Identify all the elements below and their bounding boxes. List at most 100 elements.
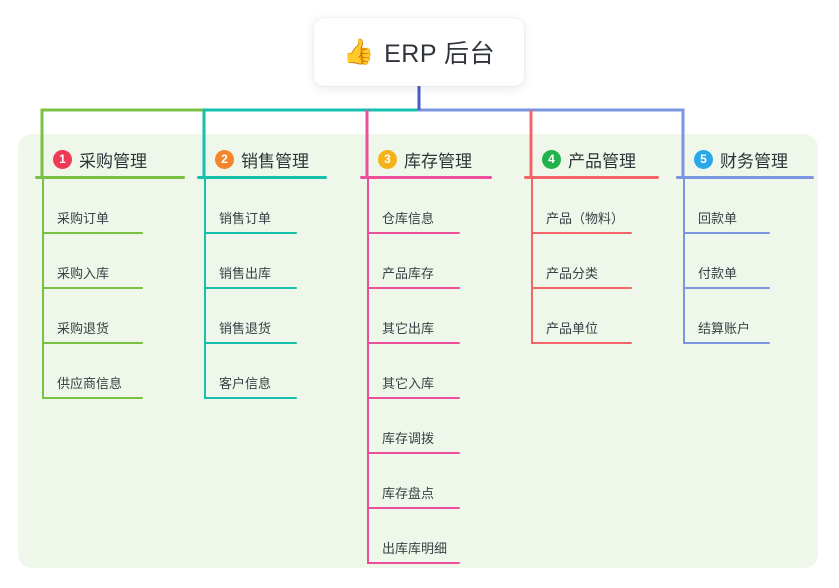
- branch-column-2: 2 销售管理销售订单销售出库销售退货客户信息: [197, 146, 327, 399]
- branch-items: 仓库信息产品库存其它出库其它入库库存调拨库存盘点出库库明细: [360, 179, 492, 564]
- leaf-item-underline: [205, 287, 297, 289]
- leaf-item-label: 采购订单: [57, 211, 110, 226]
- branch-items: 采购订单采购入库采购退货供应商信息: [35, 179, 185, 399]
- leaf-item[interactable]: 采购入库: [35, 234, 185, 289]
- branch-spine: [683, 179, 685, 344]
- branch-column-3: 3 库存管理仓库信息产品库存其它出库其它入库库存调拨库存盘点出库库明细: [360, 146, 492, 564]
- branch-header-4[interactable]: 4 产品管理: [524, 146, 659, 172]
- leaf-item[interactable]: 销售出库: [197, 234, 327, 289]
- leaf-item[interactable]: 其它入库: [360, 344, 492, 399]
- branch-header-3[interactable]: 3 库存管理: [360, 146, 492, 172]
- leaf-item[interactable]: 客户信息: [197, 344, 327, 399]
- leaf-item[interactable]: 其它出库: [360, 289, 492, 344]
- leaf-item-underline: [368, 342, 460, 344]
- branch-underline: [35, 176, 185, 179]
- branch-underline: [197, 176, 327, 179]
- leaf-item[interactable]: 销售退货: [197, 289, 327, 344]
- branch-column-5: 5 财务管理回款单付款单结算账户: [676, 146, 814, 344]
- branch-items: 销售订单销售出库销售退货客户信息: [197, 179, 327, 399]
- leaf-item-label: 结算账户: [698, 321, 751, 336]
- leaf-item[interactable]: 仓库信息: [360, 179, 492, 234]
- branch-title: 财务管理: [720, 151, 788, 171]
- branch-underline: [360, 176, 492, 179]
- leaf-item[interactable]: 产品库存: [360, 234, 492, 289]
- leaf-item-label: 采购退货: [57, 321, 110, 336]
- thumbs-up-icon: 👍: [342, 37, 375, 66]
- branch-items: 产品（物料） 产品分类产品单位: [524, 179, 659, 344]
- leaf-item-label: 销售退货: [219, 321, 272, 336]
- leaf-item-underline: [368, 452, 460, 454]
- leaf-item-underline: [368, 287, 460, 289]
- leaf-item-label: 采购入库: [57, 266, 110, 281]
- branch-underline: [676, 176, 814, 179]
- leaf-item-underline: [532, 342, 632, 344]
- branch-number-badge: 1: [53, 149, 72, 169]
- branch-number-badge: 5: [694, 149, 713, 169]
- leaf-item[interactable]: 产品（物料）: [524, 179, 659, 234]
- leaf-item[interactable]: 采购订单: [35, 179, 185, 234]
- leaf-item-label: 产品单位: [546, 321, 599, 336]
- leaf-item-underline: [684, 287, 770, 289]
- leaf-item[interactable]: 付款单: [676, 234, 814, 289]
- leaf-item-label: 销售出库: [219, 266, 272, 281]
- branch-title: 销售管理: [241, 151, 309, 171]
- branch-header-2[interactable]: 2 销售管理: [197, 146, 327, 172]
- branch-header-1[interactable]: 1 采购管理: [35, 146, 185, 172]
- leaf-item[interactable]: 结算账户: [676, 289, 814, 344]
- leaf-item[interactable]: 销售订单: [197, 179, 327, 234]
- root-node-erp-backend[interactable]: 👍 ERP 后台: [314, 18, 524, 86]
- leaf-item[interactable]: 库存调拨: [360, 399, 492, 454]
- leaf-item-underline: [43, 397, 143, 399]
- leaf-item[interactable]: 采购退货: [35, 289, 185, 344]
- branch-number-badge: 3: [378, 149, 397, 169]
- branch-number-badge: 2: [215, 149, 234, 169]
- leaf-item-label: 仓库信息: [382, 211, 435, 226]
- leaf-item-underline: [368, 232, 460, 234]
- leaf-item-label: 产品分类: [546, 266, 599, 281]
- branch-header-5[interactable]: 5 财务管理: [676, 146, 814, 172]
- branch-underline: [524, 176, 659, 179]
- leaf-item[interactable]: 供应商信息: [35, 344, 185, 399]
- leaf-item-label: 供应商信息: [57, 376, 123, 391]
- branch-spine: [204, 179, 206, 399]
- branch-number-badge: 4: [542, 149, 561, 169]
- root-node-title: ERP 后台: [384, 40, 496, 68]
- leaf-item-underline: [205, 232, 297, 234]
- leaf-item-label: 其它入库: [382, 376, 435, 391]
- leaf-item-underline: [532, 287, 632, 289]
- leaf-item[interactable]: 回款单: [676, 179, 814, 234]
- leaf-item-underline: [205, 397, 297, 399]
- leaf-item[interactable]: 出库库明细: [360, 509, 492, 564]
- leaf-item-label: 其它出库: [382, 321, 435, 336]
- leaf-item-underline: [368, 507, 460, 509]
- leaf-item[interactable]: 产品分类: [524, 234, 659, 289]
- leaf-item-underline: [532, 232, 632, 234]
- leaf-item-label: 回款单: [698, 211, 738, 226]
- branch-title: 产品管理: [568, 151, 636, 171]
- branch-spine: [367, 179, 369, 564]
- branch-column-1: 1 采购管理采购订单采购入库采购退货供应商信息: [35, 146, 185, 399]
- leaf-item[interactable]: 库存盘点: [360, 454, 492, 509]
- leaf-item-label: 库存盘点: [382, 486, 435, 501]
- leaf-item-label: 出库库明细: [382, 541, 448, 556]
- leaf-item-label: 付款单: [698, 266, 738, 281]
- branch-column-4: 4 产品管理产品（物料） 产品分类产品单位: [524, 146, 659, 344]
- branch-title: 采购管理: [79, 151, 147, 171]
- leaf-item-label: 客户信息: [219, 376, 272, 391]
- leaf-item-label: 库存调拨: [382, 431, 435, 446]
- leaf-item-underline: [205, 342, 297, 344]
- leaf-item-underline: [684, 342, 770, 344]
- leaf-item-label: 产品（物料）: [546, 211, 625, 226]
- leaf-item-underline: [684, 232, 770, 234]
- leaf-item-underline: [368, 397, 460, 399]
- leaf-item-label: 销售订单: [219, 211, 272, 226]
- leaf-item-underline: [368, 562, 460, 564]
- leaf-item-underline: [43, 342, 143, 344]
- leaf-item-underline: [43, 287, 143, 289]
- branch-spine: [531, 179, 533, 344]
- leaf-item-underline: [43, 232, 143, 234]
- branch-title: 库存管理: [404, 151, 472, 171]
- leaf-item[interactable]: 产品单位: [524, 289, 659, 344]
- branch-items: 回款单付款单结算账户: [676, 179, 814, 344]
